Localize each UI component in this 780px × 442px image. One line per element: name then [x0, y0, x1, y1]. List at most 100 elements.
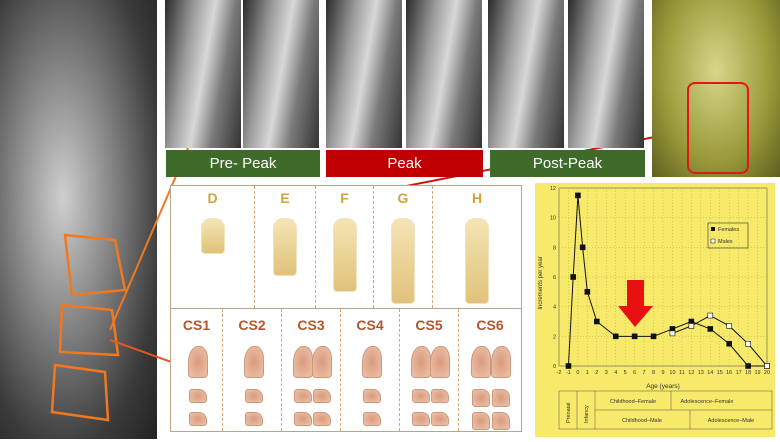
- vertebra-icon: [188, 346, 208, 378]
- vertebra-icon: [244, 412, 263, 426]
- x-tick-label: 15: [717, 370, 723, 376]
- data-point-males: [707, 312, 714, 319]
- vertebra-icon: [293, 389, 312, 403]
- y-tick-label: 2: [553, 334, 556, 340]
- label: F: [340, 190, 349, 206]
- period-adolescence-female: Adolescence–Female: [681, 399, 734, 405]
- x-tick-label: 1: [586, 370, 589, 376]
- tooth-stage-d: D: [171, 186, 255, 308]
- vertebra-icon: [313, 412, 332, 426]
- period-prenatal: Prenatal: [566, 403, 572, 424]
- vertebra-icon: [430, 346, 451, 378]
- y-tick-label: 4: [553, 305, 556, 311]
- vertebra-icon: [313, 389, 332, 403]
- tooth-icon: [200, 218, 225, 254]
- vertebra-icon: [312, 346, 333, 378]
- tooth-icon: [332, 218, 357, 292]
- vertebra-icon: [492, 389, 511, 407]
- vertebra-icon: [492, 412, 511, 430]
- period-adolescence-male: Adolescence–Male: [708, 418, 754, 424]
- x-tick-label: 12: [688, 370, 694, 376]
- data-point-females: [584, 289, 591, 295]
- period-childhood-female: Childhood–Female: [610, 399, 656, 405]
- x-tick-label: 9: [661, 370, 664, 376]
- x-tick-label: -1: [566, 370, 571, 376]
- label: CS2: [238, 317, 266, 333]
- xray-thumb: [488, 0, 564, 148]
- x-tick-label: 2: [595, 370, 598, 376]
- data-point-females: [745, 363, 751, 369]
- data-point-females: [575, 192, 581, 199]
- vertebra-icon: [431, 389, 450, 403]
- y-tick-label: 6: [553, 275, 556, 281]
- data-point-females: [570, 274, 576, 280]
- y-tick-label: 10: [550, 216, 556, 222]
- x-tick-label: 18: [745, 370, 751, 376]
- cervical-xray-image: [0, 0, 157, 439]
- vertebra-icon: [244, 389, 263, 403]
- vertebra-icon: [293, 412, 312, 426]
- x-axis-label: Age (years): [646, 383, 680, 390]
- vertebra-icon: [362, 412, 381, 426]
- x-tick-label: 13: [698, 370, 704, 376]
- cs-stage-4: CS4: [341, 309, 400, 431]
- vertebra-icon: [189, 389, 207, 403]
- data-point-females: [650, 333, 657, 340]
- x-tick-label: 5: [624, 370, 627, 376]
- vertebra-outline: [58, 303, 120, 357]
- vertebra-icon: [470, 346, 491, 378]
- series-line-males: [672, 314, 768, 367]
- vertebra-icon: [189, 412, 207, 426]
- data-point-females: [707, 326, 714, 332]
- data-point-males: [669, 330, 676, 337]
- tooth-stage-f: F: [316, 186, 374, 308]
- data-point-females: [594, 318, 600, 325]
- growth-chart-svg: 1210864202019181716151413121110987654321…: [538, 186, 773, 430]
- x-tick-label: 7: [643, 370, 646, 376]
- x-tick-label: 11: [679, 370, 685, 376]
- legend-males: Males: [718, 239, 733, 245]
- tooth-stage-h: H: [433, 186, 521, 308]
- label: CS1: [182, 317, 211, 333]
- period-infancy: Infancy: [584, 405, 590, 423]
- vertebra-icon: [471, 389, 490, 407]
- vertebra-outline: [63, 233, 127, 297]
- label: H: [471, 190, 483, 206]
- x-tick-label: 17: [736, 370, 742, 376]
- legend-females: Females: [718, 227, 739, 233]
- vertebra-outline: [50, 363, 110, 422]
- tooth-icon: [391, 218, 415, 304]
- x-tick-label: 20: [764, 370, 770, 376]
- x-tick-label: 14: [707, 370, 713, 376]
- data-point-females: [631, 333, 638, 340]
- y-axis-label: Increments per year: [538, 256, 544, 309]
- vertebra-icon: [411, 389, 430, 403]
- label: CS4: [356, 317, 384, 333]
- legend: Females Males: [707, 222, 749, 249]
- vertebra-icon: [431, 412, 450, 426]
- tooth-xray-image: [652, 0, 780, 177]
- vertebra-icon: [471, 412, 490, 430]
- stage-peak: Peak: [326, 150, 483, 177]
- vertebra-icon: [362, 389, 381, 403]
- xray-thumb: [406, 0, 482, 148]
- cs-stage-3: CS3: [282, 309, 341, 431]
- tooth-icon: [273, 218, 297, 276]
- stage-post-peak: Post-Peak: [490, 150, 645, 177]
- tooth-icon: [465, 218, 489, 304]
- data-point-females: [612, 333, 619, 340]
- xray-thumb: [568, 0, 644, 148]
- vertebra-icon: [491, 346, 512, 378]
- stage-pre-peak: Pre- Peak: [166, 150, 320, 177]
- data-point-males: [726, 323, 732, 329]
- cs-stage-5: CS5: [400, 309, 459, 431]
- xray-thumb: [326, 0, 402, 148]
- x-tick-label: 4: [614, 370, 617, 376]
- data-point-males: [764, 363, 770, 369]
- x-tick-label: 0: [576, 370, 579, 376]
- cs-stage-1: CS1: [171, 309, 223, 431]
- label: CS5: [415, 317, 443, 333]
- cs-stage-2: CS2: [223, 309, 282, 431]
- tooth-stage-e: E: [255, 186, 316, 308]
